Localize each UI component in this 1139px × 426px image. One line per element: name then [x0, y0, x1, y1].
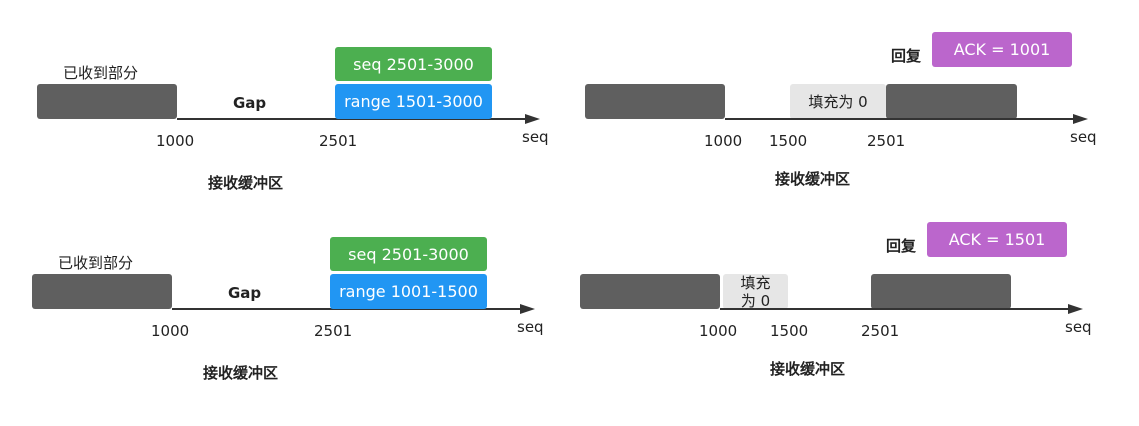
- range-tag: range 1001-1500: [330, 274, 487, 309]
- tick-2501: 2501: [867, 132, 906, 150]
- zero-fill-block: 填充为 0: [790, 84, 886, 119]
- ack-tag: ACK = 1001: [932, 32, 1072, 67]
- axis-label: seq: [522, 128, 549, 146]
- tick-1000: 1000: [151, 322, 190, 340]
- received-block: [32, 274, 172, 309]
- tick-2501: 2501: [314, 322, 353, 340]
- zero-fill-label-line2: 为 0: [740, 291, 771, 310]
- seq-tag: seq 2501-3000: [335, 47, 492, 81]
- buffer-caption: 接收缓冲区: [203, 364, 279, 382]
- axis-label: seq: [517, 318, 544, 336]
- tick-1000: 1000: [704, 132, 743, 150]
- out-of-order-block: [886, 84, 1017, 119]
- tick-2501: 2501: [861, 322, 900, 340]
- tick-1000: 1000: [699, 322, 738, 340]
- zero-fill-block: 填充 为 0: [723, 273, 788, 310]
- tick-1500: 1500: [770, 322, 809, 340]
- reply-label: 回复: [891, 47, 922, 65]
- buffer-caption: 接收缓冲区: [208, 174, 284, 192]
- seq-axis-arrow-icon: [1068, 304, 1083, 314]
- gap-label: Gap: [233, 94, 267, 112]
- buffer-caption: 接收缓冲区: [770, 360, 846, 378]
- zero-fill-label-line1: 填充: [740, 273, 771, 292]
- range-tag: range 1501-3000: [335, 84, 492, 119]
- seq-axis-line: [720, 308, 1068, 310]
- seq-axis-arrow-icon: [1073, 114, 1088, 124]
- tick-2501: 2501: [319, 132, 358, 150]
- axis-label: seq: [1070, 128, 1097, 146]
- received-block: [580, 274, 720, 309]
- seq-axis-arrow-icon: [525, 114, 540, 124]
- seq-axis-line: [725, 118, 1073, 120]
- ack-tag: ACK = 1501: [927, 222, 1067, 257]
- buffer-caption: 接收缓冲区: [775, 170, 851, 188]
- tick-1000: 1000: [156, 132, 195, 150]
- received-label: 已收到部分: [63, 64, 139, 82]
- gap-label: Gap: [228, 284, 262, 302]
- reply-label: 回复: [886, 237, 917, 255]
- seq-axis-arrow-icon: [520, 304, 535, 314]
- received-block: [585, 84, 725, 119]
- tick-1500: 1500: [769, 132, 808, 150]
- axis-label: seq: [1065, 318, 1092, 336]
- received-label: 已收到部分: [58, 254, 134, 272]
- seq-tag: seq 2501-3000: [330, 237, 487, 271]
- out-of-order-block: [871, 274, 1011, 309]
- received-block: [37, 84, 177, 119]
- panel-top-left: 已收到部分 Gap seq 2501-3000 range 1501-3000 …: [0, 0, 569, 213]
